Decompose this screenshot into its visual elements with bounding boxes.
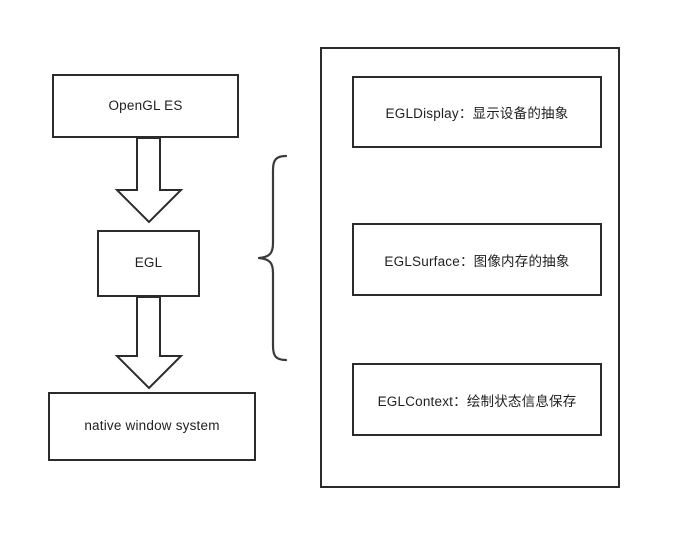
node-native-window-system[interactable]: native window system xyxy=(48,392,256,461)
node-opengl-es[interactable]: OpenGL ES xyxy=(52,74,239,138)
arrow-opengl-to-egl-icon xyxy=(114,137,184,224)
node-egl[interactable]: EGL xyxy=(97,230,200,297)
panel-item-egl-context-label: EGLContext：绘制状态信息保存 xyxy=(377,393,577,409)
egl-scope-brace-icon xyxy=(257,154,288,362)
node-native-window-system-label: native window system xyxy=(84,418,220,434)
panel-item-egl-display[interactable]: EGLDisplay：显示设备的抽象 xyxy=(352,76,602,148)
panel-item-egl-context[interactable]: EGLContext：绘制状态信息保存 xyxy=(352,363,602,436)
arrow-egl-to-native-icon xyxy=(114,296,184,390)
panel-item-egl-surface[interactable]: EGLSurface：图像内存的抽象 xyxy=(352,223,602,296)
node-egl-label: EGL xyxy=(134,255,163,271)
panel-item-egl-display-label: EGLDisplay：显示设备的抽象 xyxy=(385,106,569,121)
panel-item-egl-surface-label: EGLSurface：图像内存的抽象 xyxy=(384,253,570,269)
node-opengl-es-label: OpenGL ES xyxy=(108,97,183,113)
